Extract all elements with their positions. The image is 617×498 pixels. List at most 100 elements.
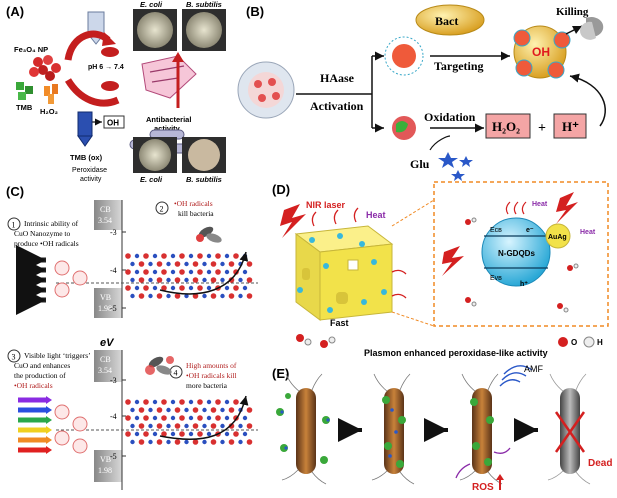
lattice-atom (152, 415, 158, 421)
lattice-atom (143, 399, 149, 405)
lattice-atom (166, 407, 171, 413)
lattice-atom (174, 423, 181, 429)
legend-h-marker (583, 336, 595, 348)
plus-label: + (538, 121, 546, 136)
lattice-atom (170, 431, 176, 437)
feedback-arrow (569, 73, 606, 127)
svg-text:-5: -5 (110, 452, 117, 461)
cuo-lattice-top (125, 253, 253, 299)
oh-radical-label-b: OH (532, 45, 550, 59)
fe3o4-label: Fe₃O₄ NP (14, 45, 48, 54)
hplus-label: H⁺ (562, 119, 579, 134)
lattice-atom (246, 407, 253, 413)
h2o2-box (485, 113, 531, 139)
lattice-atom (174, 261, 181, 267)
lattice-atom (166, 277, 171, 283)
lattice-atom (184, 277, 189, 283)
svg-text:1.98: 1.98 (98, 304, 112, 313)
lattice-atom (188, 285, 194, 291)
lattice-atom (220, 423, 225, 429)
lattice-atom (233, 253, 239, 259)
step1-line3: produce •OH radicals (14, 239, 79, 248)
oxidation-label: Oxidation (424, 110, 476, 124)
incident-arrows-top (16, 245, 46, 315)
tmb-ox-label: TMB (ox) (70, 153, 103, 162)
lattice-atom (152, 285, 158, 291)
step2-line1: •OH radicals (174, 199, 213, 208)
lattice-atom (148, 293, 153, 299)
lattice-atom (152, 269, 158, 275)
bacteria-cluster-bottom-icon (145, 356, 174, 375)
step3-line2: CuO and enhances (14, 361, 70, 370)
lattice-atom (130, 261, 135, 267)
lattice-atom (238, 423, 243, 429)
panel-c-label: (C) (6, 184, 24, 199)
lattice-atom (134, 253, 140, 259)
svg-text:-3: -3 (110, 228, 117, 237)
lattice-atom (166, 261, 171, 267)
lattice-atom (233, 431, 239, 437)
svg-text:1.98: 1.98 (98, 466, 112, 475)
ecoli-label-top: E. coli (140, 0, 163, 9)
inset-heat-label-2: Heat (580, 229, 596, 236)
svg-text:VB: VB (100, 293, 111, 302)
lattice-atom (125, 253, 131, 259)
lattice-atom (242, 415, 248, 421)
lattice-atom (224, 253, 230, 259)
bacterium-stage-2 (371, 373, 415, 485)
step4-number: 4 (174, 369, 178, 378)
lattice-atom (228, 439, 235, 445)
lattice-atom (228, 407, 235, 413)
bacterium-stage-1 (276, 373, 330, 485)
lattice-atom (148, 439, 153, 445)
lattice-atom (125, 285, 131, 291)
glucose-molecules-icon (438, 152, 473, 181)
step3-line1: Visible light ‘triggers’ (24, 351, 91, 360)
peroxidase-activity-label: activity (80, 176, 102, 183)
lattice-atom (161, 415, 167, 421)
panel-b-label: (B) (246, 4, 264, 19)
lattice-atom (192, 439, 199, 445)
ros-label: ROS (472, 482, 494, 493)
antibacterial-activity-label: activity (154, 124, 181, 133)
lattice-atom (166, 439, 171, 445)
lattice-atom (220, 407, 225, 413)
lattice-atom (192, 407, 199, 413)
svg-text:-3: -3 (110, 376, 117, 385)
svg-text:-4: -4 (110, 266, 117, 275)
lattice-atom (192, 293, 199, 299)
evb-label: Eᴠʙ (490, 275, 502, 282)
cuo-lattice-bottom (125, 399, 253, 445)
bact-label: Bact (435, 14, 458, 28)
peroxidase-label: Peroxidase (72, 167, 107, 174)
lattice-atom (202, 439, 207, 445)
targeted-bacterium-icon (513, 25, 571, 79)
radical-path-bottom (159, 395, 249, 441)
step1-number: 1 (12, 221, 16, 230)
lattice-atom (215, 253, 221, 259)
test-tube-top-icon (86, 11, 106, 45)
lattice-atom (161, 269, 167, 275)
lattice-atom (138, 439, 145, 445)
lattice-atom (210, 439, 217, 445)
lattice-atom (166, 293, 171, 299)
lattice-atom (192, 423, 199, 429)
lattice-atom (233, 399, 239, 405)
lattice-atom (170, 415, 176, 421)
lattice-atom (202, 261, 207, 267)
ecb-label: Eᴄʙ (490, 227, 502, 234)
amf-waves-icon (499, 365, 533, 387)
fast-label: Fast (330, 318, 349, 328)
lattice-atom (148, 423, 153, 429)
h2o2-label-b: H₂O₂ (492, 119, 520, 134)
bsub-label-top: B. subtilis (186, 0, 222, 9)
lattice-atom (161, 285, 167, 291)
h2o2-fast-molecules (296, 334, 336, 348)
step4-line2: •OH radicals kill (186, 371, 237, 380)
tmb-label: TMB (16, 103, 33, 112)
svg-text:CB: CB (100, 205, 111, 214)
lattice-atom (192, 261, 199, 267)
panel-e-label: (E) (272, 366, 289, 381)
